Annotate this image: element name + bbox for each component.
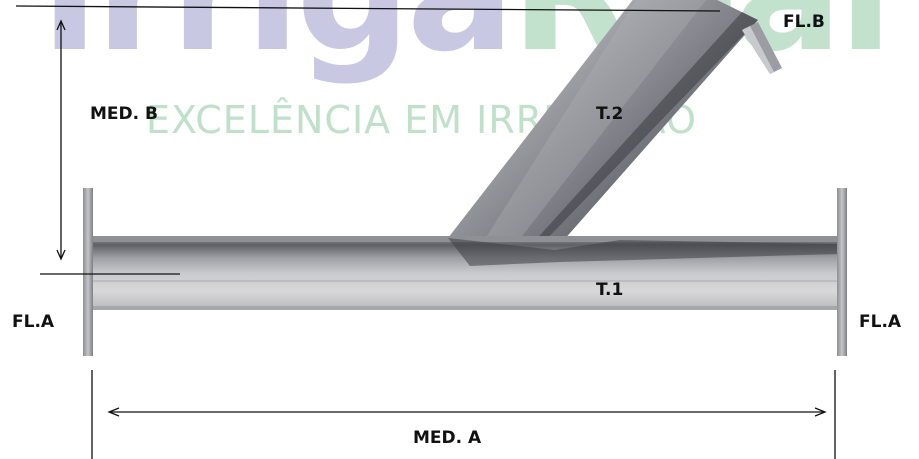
main-pipe-t1 [92,236,838,310]
flange-b [742,22,782,74]
flange-b-label: FL.B [783,12,825,32]
flange-a-right [837,188,847,356]
main-pipe-t1-label: T.1 [596,280,624,300]
measure-b-dimension-line [56,19,66,261]
flange-b-reference-line [15,5,721,12]
flange-a-left-label: FL.A [12,312,55,332]
measure-a-dimension-line [107,407,827,417]
brand-watermark-part1: Irriga [40,0,515,87]
branch-pipe-t2-label: T.2 [596,104,624,124]
branch-pipe-t2 [448,0,758,266]
flange-a-right-label: FL.A [859,312,902,332]
measure-a-label: MED. A [413,428,482,448]
measure-b-label: MED. B [90,104,158,124]
flange-a-left [83,188,93,356]
